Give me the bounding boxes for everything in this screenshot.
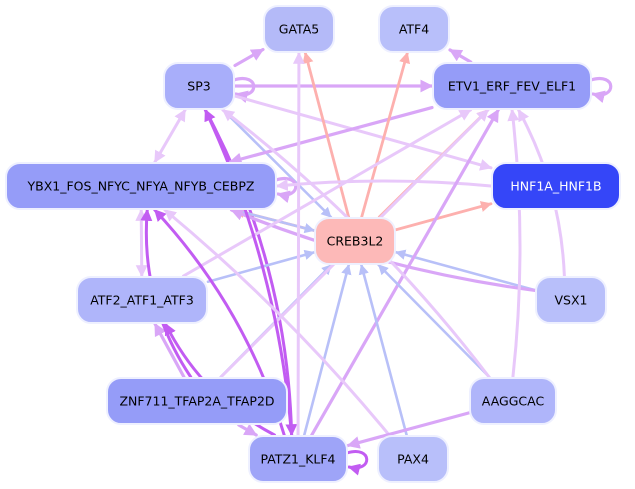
node-label: YBX1_FOS_NFYC_NFYA_NFYB_CEBPZ — [27, 179, 255, 194]
edge-ybx1-to-ybx1 — [274, 176, 298, 203]
node-box[interactable] — [469, 377, 557, 425]
node-label: ZNF711_TFAP2A_TFAP2D — [119, 394, 274, 409]
edge-atf2-to-etv1 — [181, 108, 473, 278]
node-vsx1[interactable]: VSX1 — [535, 276, 607, 324]
edge-aaggcac-to-creb3l2 — [377, 263, 491, 379]
edge-sp3-to-ybx1 — [153, 108, 187, 164]
edge-atf2-to-creb3l2 — [206, 249, 316, 284]
node-label: PATZ1_KLF4 — [260, 452, 335, 467]
node-aaggcac[interactable]: AAGGCAC — [469, 377, 557, 425]
node-box[interactable] — [378, 5, 450, 53]
node-label: GATA5 — [279, 22, 319, 37]
node-label: HNF1A_HNF1B — [510, 179, 601, 194]
edge-creb3l2-to-gata5 — [302, 51, 351, 219]
node-znf711[interactable]: ZNF711_TFAP2A_TFAP2D — [106, 377, 288, 425]
node-label: ETV1_ERF_FEV_ELF1 — [448, 79, 576, 94]
node-creb3l2[interactable]: CREB3L2 — [314, 217, 396, 265]
edge-sp3-to-gata5 — [233, 47, 265, 68]
edge-patz1-to-creb3l2 — [302, 263, 352, 437]
edge-aaggcac-to-patz1 — [346, 411, 471, 449]
edge-znf711-to-patz1 — [237, 423, 258, 437]
edge-pax4-to-ybx1 — [163, 208, 391, 437]
edge-aaggcac-to-etv1 — [507, 108, 522, 379]
node-gata5[interactable]: GATA5 — [263, 5, 335, 53]
node-label: ATF2_ATF1_ATF3 — [90, 293, 194, 308]
node-sp3[interactable]: SP3 — [163, 62, 235, 110]
node-box[interactable] — [432, 62, 592, 110]
node-box[interactable] — [263, 5, 335, 53]
node-label: ATF4 — [399, 22, 429, 37]
edge-patz1-to-gata5 — [292, 51, 305, 437]
node-patz1[interactable]: PATZ1_KLF4 — [248, 435, 348, 483]
node-label: CREB3L2 — [327, 234, 384, 249]
edge-creb3l2-to-atf4 — [360, 51, 411, 219]
node-box[interactable] — [535, 276, 607, 324]
node-box[interactable] — [314, 217, 396, 265]
edge-pax4-to-creb3l2 — [358, 263, 408, 437]
edge-znf711-to-atf2 — [153, 322, 186, 379]
edge-sp3-to-patz1 — [203, 108, 298, 437]
edges-layer — [135, 47, 613, 476]
node-box[interactable] — [491, 162, 621, 210]
node-atf4[interactable]: ATF4 — [378, 5, 450, 53]
node-label: AAGGCAC — [482, 394, 545, 409]
edge-etv1-to-ybx1 — [228, 105, 434, 166]
node-ybx1[interactable]: YBX1_FOS_NFYC_NFYA_NFYB_CEBPZ — [5, 162, 277, 210]
node-pax4[interactable]: PAX4 — [377, 435, 449, 483]
edge-patz1-to-patz1 — [345, 450, 369, 476]
node-hnf1a[interactable]: HNF1A_HNF1B — [491, 162, 621, 210]
edge-hnf1a-to-ybx1 — [275, 179, 493, 191]
edge-etv1-to-atf4 — [448, 48, 473, 64]
edge-etv1-to-etv1 — [589, 76, 613, 103]
node-label: VSX1 — [554, 293, 587, 308]
edge-creb3l2-to-hnf1a — [394, 201, 493, 232]
edge-vsx1-to-creb3l2 — [394, 249, 537, 292]
edge-sp3-to-hnf1a — [233, 94, 493, 171]
node-label: PAX4 — [397, 452, 429, 467]
node-box[interactable] — [5, 162, 277, 210]
node-atf2[interactable]: ATF2_ATF1_ATF3 — [76, 276, 208, 324]
node-etv1[interactable]: ETV1_ERF_FEV_ELF1 — [432, 62, 592, 110]
node-box[interactable] — [377, 435, 449, 483]
node-box[interactable] — [106, 377, 288, 425]
edge-sp3-to-creb3l2 — [221, 108, 333, 219]
node-box[interactable] — [248, 435, 348, 483]
node-box[interactable] — [76, 276, 208, 324]
node-box[interactable] — [163, 62, 235, 110]
edge-ybx1-to-atf2 — [135, 208, 148, 278]
node-label: SP3 — [187, 79, 210, 94]
